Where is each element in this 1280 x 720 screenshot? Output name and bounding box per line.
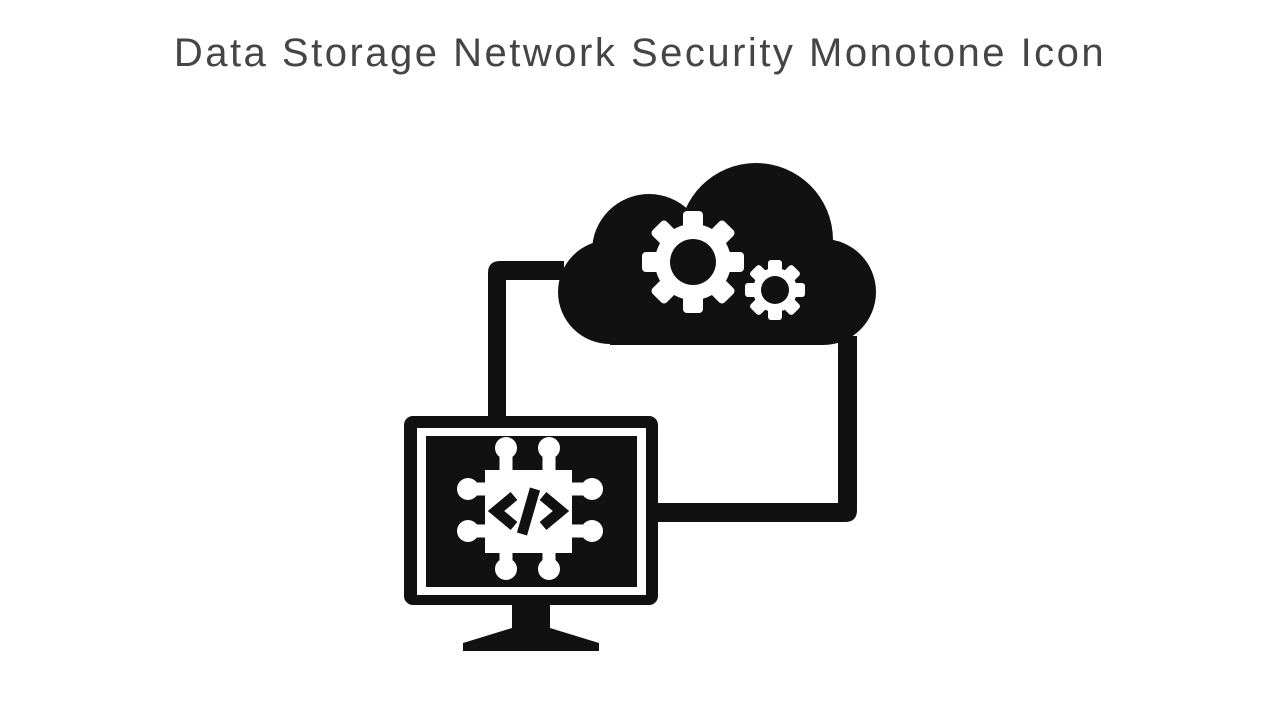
monitor-stand (463, 600, 599, 651)
network-connector-lines (488, 261, 857, 522)
connector-right-line (650, 336, 857, 522)
cpu-chip-icon (457, 437, 603, 580)
code-icon (487, 487, 570, 536)
connector-left-line (488, 261, 564, 420)
gear-large-icon (642, 211, 744, 313)
gear-small-icon (745, 260, 805, 320)
page-title: Data Storage Network Security Monotone I… (173, 31, 1107, 75)
